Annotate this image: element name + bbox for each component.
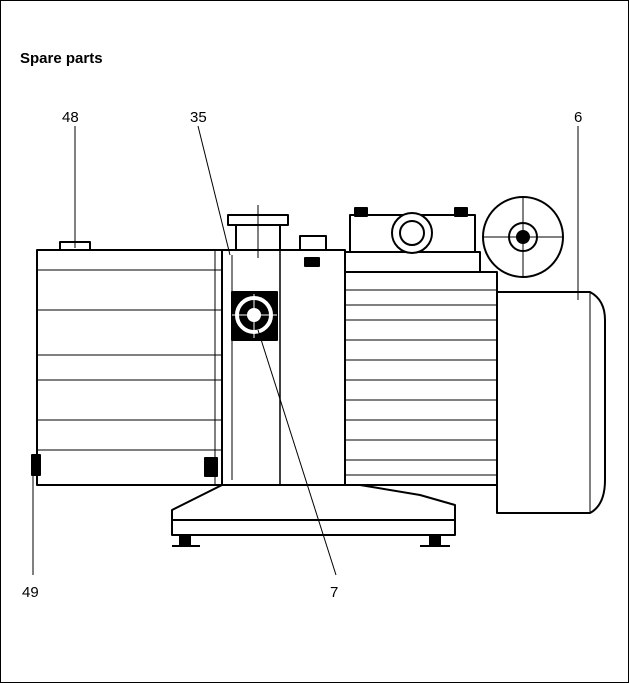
callout-6: 6 xyxy=(574,109,582,126)
motor-terminal-box xyxy=(344,207,481,273)
motor-body xyxy=(344,271,498,486)
callout-7: 7 xyxy=(330,584,338,601)
exhaust-port xyxy=(299,235,327,267)
page-title: Spare parts xyxy=(20,50,103,67)
pump-base xyxy=(171,484,456,547)
fan-cover xyxy=(496,291,606,514)
intake-flange xyxy=(227,205,289,258)
gas-ballast-valve xyxy=(231,291,278,341)
oil-drain-plug xyxy=(31,454,218,477)
callout-leaders xyxy=(32,125,579,576)
callout-35: 35 xyxy=(190,109,207,126)
callout-48: 48 xyxy=(62,109,79,126)
oil-casing xyxy=(36,249,223,486)
fan-wheel xyxy=(482,196,564,278)
callout-49: 49 xyxy=(22,584,39,601)
pump-body xyxy=(221,249,346,486)
